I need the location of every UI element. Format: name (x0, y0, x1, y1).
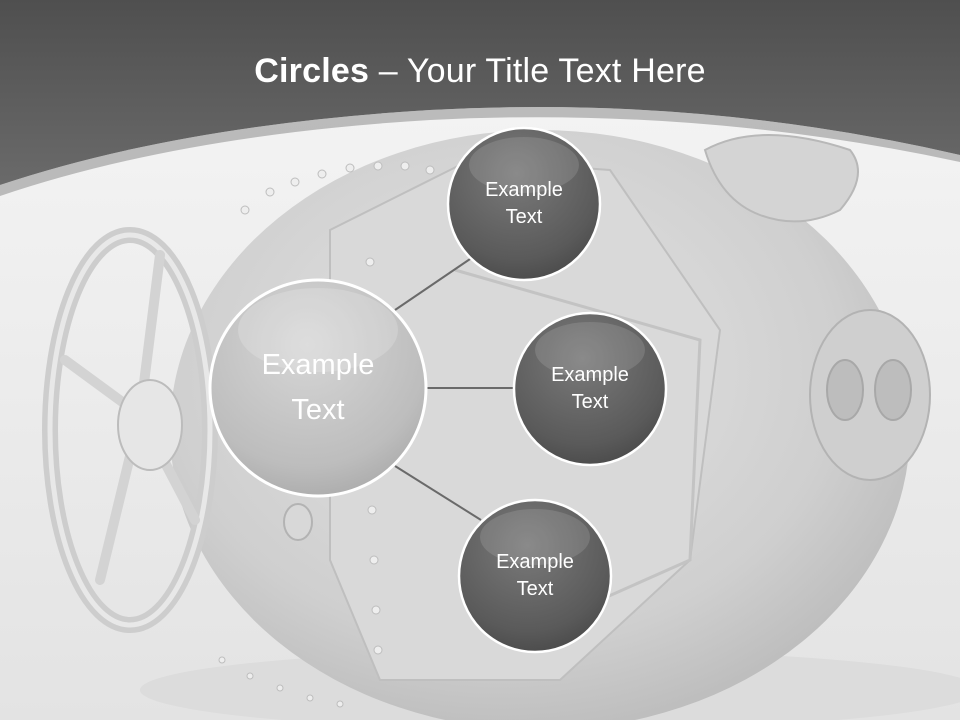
satellite-2-line1: Example (551, 364, 629, 386)
connector-line (394, 256, 474, 311)
title-rest: – Your Title Text Here (369, 52, 706, 90)
connector-line (394, 465, 482, 521)
satellite-3-line1: Example (496, 551, 574, 573)
slide-title: Circles – Your Title Text Here (0, 52, 960, 91)
satellite-circle-2 (512, 311, 668, 467)
satellite-3-label: Example Text (459, 500, 611, 652)
center-circle-label: Example Text (210, 282, 426, 494)
satellite-circle-1 (446, 126, 602, 282)
title-bold: Circles (254, 52, 370, 90)
satellite-1-line2: Text (505, 206, 543, 228)
satellite-2-label: Example Text (514, 313, 666, 465)
center-label-line1: Example (261, 349, 375, 382)
center-circle (208, 278, 428, 498)
satellite-1-line1: Example (485, 179, 563, 201)
satellite-circle-3 (457, 498, 613, 654)
satellite-3-line2: Text (516, 578, 554, 600)
header-band (0, 0, 960, 185)
satellite-1-label: Example Text (448, 128, 600, 280)
satellite-2-line2: Text (571, 391, 609, 413)
center-label-line2: Text (291, 394, 345, 426)
